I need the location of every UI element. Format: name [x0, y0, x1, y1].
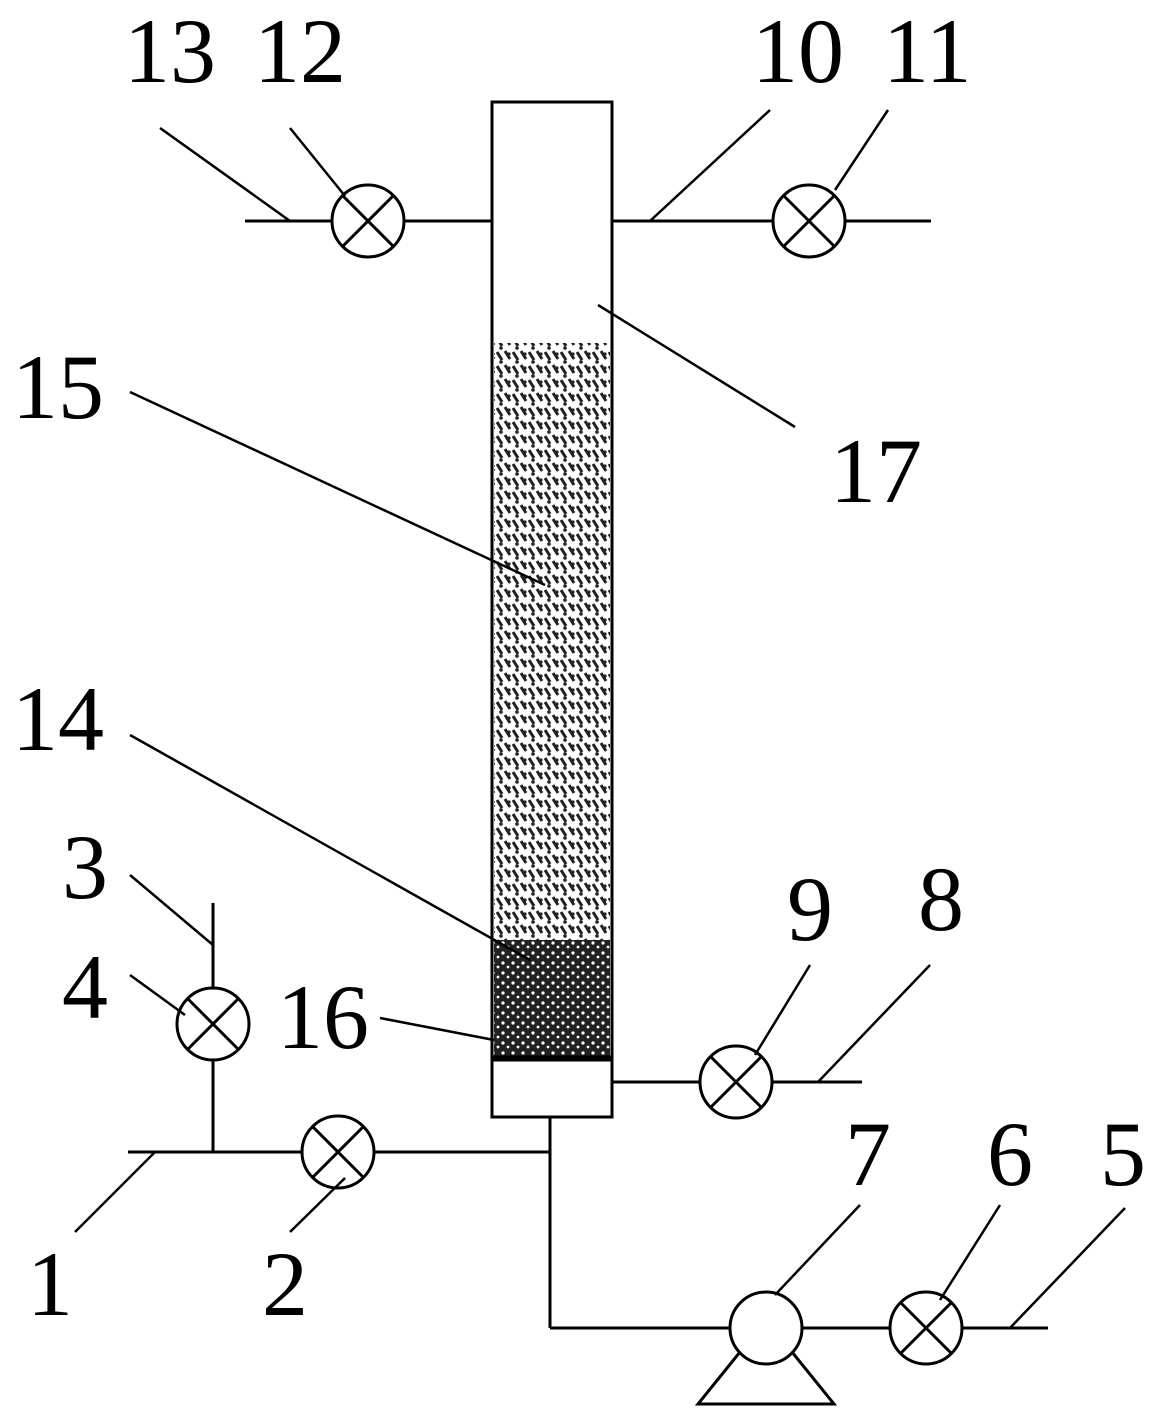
- valve-icon[interactable]: [300, 1114, 376, 1190]
- leader-14: [129, 733, 531, 962]
- valve-icon[interactable]: [888, 1290, 964, 1366]
- leader-lines: [74, 109, 1126, 1329]
- leader-10: [649, 109, 771, 222]
- leader-2: [289, 1177, 346, 1233]
- leader-3: [129, 874, 214, 946]
- column-body: [490, 100, 614, 1119]
- label-12: 12: [254, 0, 346, 102]
- leader-11: [833, 109, 890, 191]
- valve-icon[interactable]: [771, 183, 847, 259]
- leader-16: [379, 1016, 495, 1042]
- leader-15: [129, 390, 546, 587]
- valve-icon[interactable]: [698, 1044, 774, 1120]
- valve-icon[interactable]: [330, 183, 406, 259]
- reactor-column: [490, 100, 614, 1119]
- leader-17: [597, 303, 796, 429]
- leader-8: [817, 964, 931, 1083]
- leader-1: [74, 1151, 156, 1233]
- top-right-line: [612, 183, 931, 259]
- leader-12: [289, 127, 346, 197]
- top-left-line: [245, 183, 492, 259]
- label-9: 9: [787, 858, 833, 960]
- label-17: 17: [830, 420, 922, 522]
- leader-13: [159, 126, 291, 223]
- label-16: 16: [277, 966, 369, 1068]
- label-13: 13: [124, 0, 216, 102]
- reference-numerals: 13 12 10 11 17 15 14 3 4 16 9 8 7 6 5 1 …: [12, 0, 1146, 1335]
- label-11: 11: [883, 0, 972, 102]
- leader-4: [129, 973, 186, 1017]
- label-8: 8: [918, 848, 964, 950]
- bottom-feed-lines: [128, 903, 1048, 1406]
- label-14: 14: [12, 668, 104, 770]
- label-10: 10: [752, 0, 844, 102]
- pump-icon[interactable]: [694, 1290, 838, 1406]
- label-15: 15: [12, 336, 104, 438]
- side-outlet-line: [612, 1044, 862, 1120]
- label-1: 1: [27, 1233, 73, 1335]
- leader-6: [938, 1204, 1002, 1301]
- label-3: 3: [62, 816, 108, 918]
- support-layer: [494, 940, 610, 1057]
- label-2: 2: [262, 1233, 308, 1335]
- leader-5: [1009, 1207, 1126, 1329]
- packing-layer: [494, 343, 610, 940]
- leader-9: [753, 964, 812, 1056]
- leader-7: [774, 1204, 861, 1296]
- valve-icon[interactable]: [175, 986, 251, 1062]
- label-6: 6: [987, 1103, 1033, 1205]
- label-5: 5: [1100, 1103, 1146, 1205]
- label-4: 4: [62, 936, 108, 1038]
- label-7: 7: [845, 1103, 891, 1205]
